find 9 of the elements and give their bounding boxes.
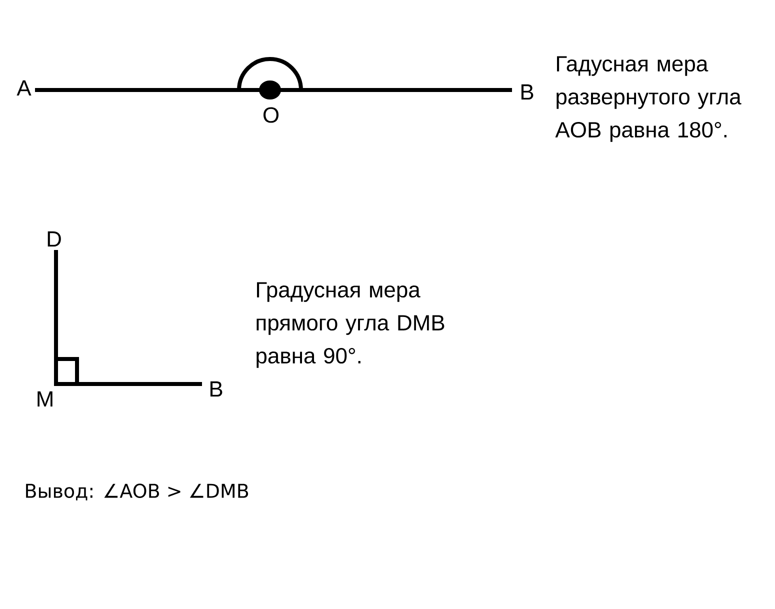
point-label: B — [210, 381, 222, 397]
point-label: M — [38, 391, 52, 407]
point-label: D — [48, 231, 61, 247]
conclusion-text: Вывод: ∠AOB > ∠DMB — [26, 484, 248, 500]
note-text: Гадусная мера развернутого угла AOB равна 180°. — [555, 56, 742, 142]
point-label: O — [263, 107, 278, 123]
point-label: B — [521, 84, 534, 100]
point-label: A — [16, 80, 32, 96]
note-text: Градусная мера прямого угла DMB равна 90°. — [256, 282, 444, 368]
